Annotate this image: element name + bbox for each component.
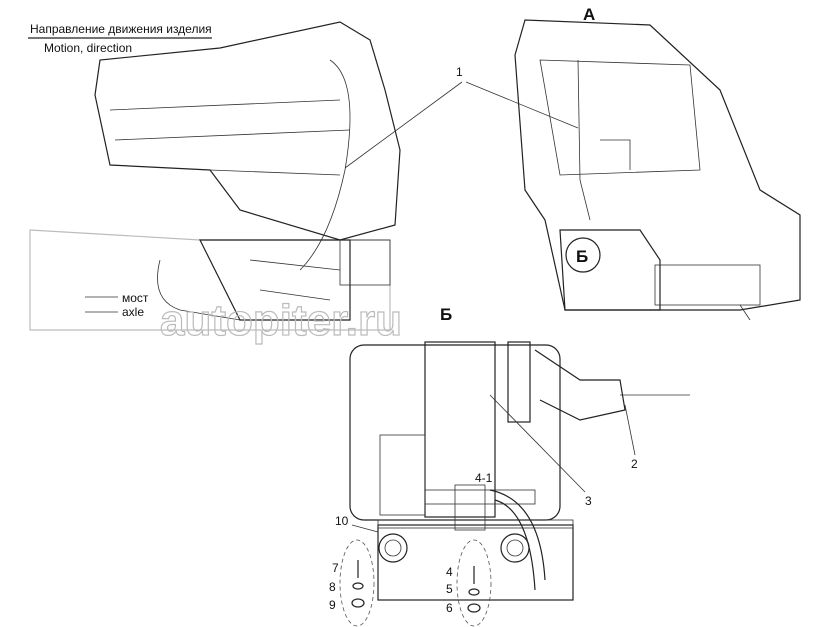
direction-label-ru: Направление движения изделия (30, 22, 212, 36)
view-b-title: Б (440, 305, 452, 324)
callout-6: 6 (446, 601, 453, 615)
axle-label-en: axle (122, 305, 144, 319)
detail-view-b (339, 341, 690, 627)
callout-8: 8 (329, 580, 336, 594)
view-b-marker: Б (576, 247, 588, 266)
callout-7: 7 (332, 561, 339, 575)
callout-4: 4 (446, 565, 453, 579)
view-b-marker-circle (565, 237, 601, 273)
callout-9: 9 (329, 598, 336, 612)
callout-1: 1 (456, 65, 463, 79)
right-view-a (514, 19, 801, 321)
direction-label-en: Motion, direction (44, 41, 132, 55)
callout-2: 2 (631, 457, 638, 471)
axle-label-ru: мост (122, 291, 149, 305)
callout-10: 10 (335, 514, 349, 528)
left-view-cab (29, 21, 401, 331)
callout-3: 3 (585, 494, 592, 508)
view-a-title: А (583, 5, 595, 24)
callout-4-1: 4-1 (475, 471, 493, 485)
callout-5: 5 (446, 582, 453, 596)
watermark: autopiter.ru (160, 296, 402, 345)
